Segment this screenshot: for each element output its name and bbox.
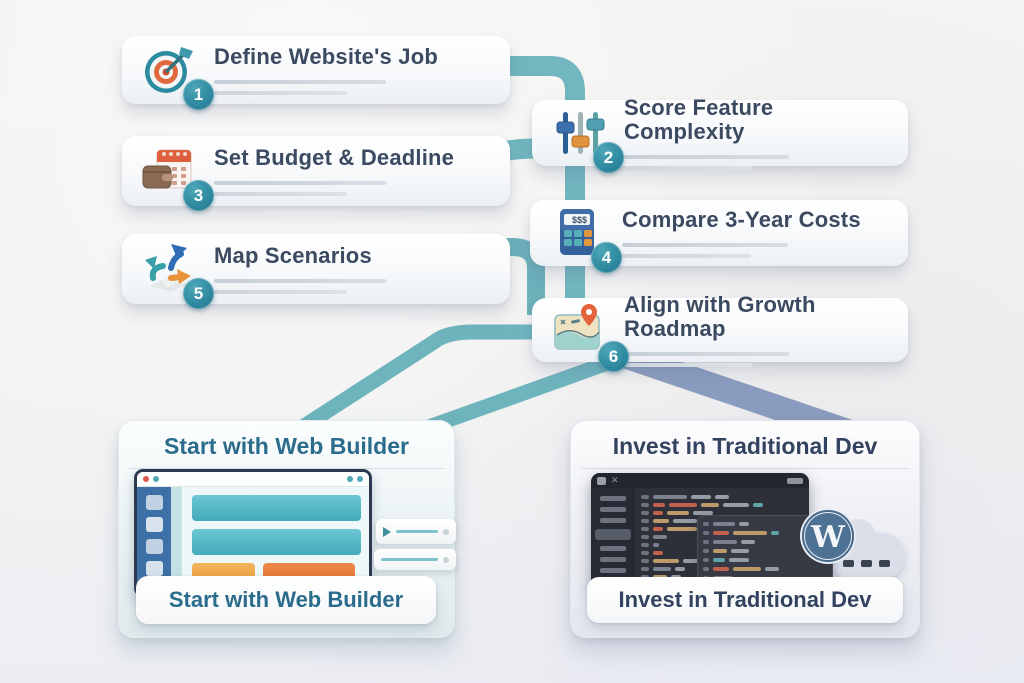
- step-title: Compare 3-Year Costs: [622, 206, 861, 232]
- placeholder-line: [624, 155, 789, 160]
- browser-action-dot: [357, 476, 363, 482]
- widget-icon: [145, 517, 163, 532]
- outcome-title: Invest in Traditional Dev: [612, 433, 878, 459]
- step-title: Map Scenarios: [214, 242, 372, 268]
- connector-step1-step2: [505, 56, 585, 120]
- svg-text:$$$: $$$: [572, 215, 587, 225]
- divider: [581, 468, 909, 469]
- image-widget-icon: [145, 539, 163, 554]
- divider: [129, 468, 444, 469]
- close-icon: ✕: [611, 475, 619, 485]
- step-number-badge: 3: [183, 180, 214, 211]
- placeholder-line: [214, 192, 348, 197]
- window-minimize-dot: [153, 476, 159, 482]
- slider-handle: [443, 556, 449, 563]
- svg-text:W: W: [810, 520, 846, 555]
- map-pin-icon: 6: [548, 302, 629, 372]
- step-title: Set Budget & Deadline: [214, 144, 455, 170]
- step-card-set-budget-deadline[interactable]: 3 Set Budget & Deadline: [122, 136, 510, 211]
- step-card-map-scenarios[interactable]: 5 Map Scenarios: [122, 234, 510, 309]
- placeholder-line: [624, 166, 752, 171]
- step-number-badge: 4: [591, 242, 622, 273]
- placeholder-line: [214, 181, 387, 186]
- target-icon: 1: [138, 42, 214, 110]
- editor-titlebar: ✕: [591, 473, 809, 488]
- builder-panel-strip: [171, 487, 182, 594]
- placeholder-line: [214, 279, 387, 284]
- step-card-align-growth-roadmap[interactable]: 6 Align with Growth Roadmap: [532, 292, 908, 372]
- run-button: [787, 477, 803, 484]
- outcome-box-web-builder[interactable]: Start with Web Builder: [118, 420, 456, 638]
- active-file-highlight: [595, 529, 631, 540]
- placeholder-line: [214, 290, 348, 295]
- connector-step6-builder-elbow: [293, 324, 540, 437]
- wordpress-logo: W: [799, 507, 857, 565]
- traditional-dev-label-pill[interactable]: Invest in Traditional Dev: [587, 577, 903, 623]
- placeholder-line: [214, 91, 348, 96]
- calculator-icon: $$$ 4: [546, 205, 622, 273]
- window-close-dot: [143, 476, 149, 482]
- step-number-badge: 5: [183, 278, 214, 309]
- website-builder-mockup: [134, 469, 372, 597]
- sliders-icon: 2: [548, 105, 624, 173]
- builder-slider-control: [374, 549, 456, 570]
- outcome-title: Start with Web Builder: [164, 433, 409, 459]
- widget-icon: [145, 495, 163, 510]
- outcome-box-traditional-dev[interactable]: Invest in Traditional Dev ✕: [570, 420, 920, 638]
- web-builder-label-pill[interactable]: Start with Web Builder: [136, 576, 436, 624]
- step-title: Align with Growth Roadmap: [624, 291, 816, 341]
- browser-titlebar: [137, 472, 369, 487]
- content-block: [192, 529, 361, 555]
- placeholder-line: [214, 80, 387, 85]
- slider-track: [396, 530, 438, 533]
- step-card-score-feature-complexity[interactable]: 2 Score Feature Complexity: [532, 95, 908, 173]
- content-block: [192, 495, 361, 521]
- slider-track: [381, 558, 438, 561]
- step-number-badge: 6: [598, 341, 629, 372]
- text-widget-icon: [145, 561, 163, 576]
- step-card-define-websites-job[interactable]: 1 Define Website's Job: [122, 36, 510, 110]
- play-icon: [383, 526, 391, 537]
- builder-slider-control: [376, 519, 456, 544]
- slider-handle: [443, 528, 449, 535]
- step-card-compare-3-year-costs[interactable]: $$$ 4 Compare 3-Year Costs: [530, 200, 908, 273]
- scenario-arrows-icon: 5: [138, 241, 214, 309]
- step-number-badge: 2: [593, 142, 624, 173]
- step-title: Score Feature Complexity: [624, 94, 774, 144]
- placeholder-line: [624, 363, 752, 368]
- placeholder-line: [622, 254, 751, 259]
- file-icon: [597, 476, 606, 485]
- browser-action-dot: [347, 476, 353, 482]
- editor-file-list: [591, 488, 635, 591]
- calendar-wallet-icon: 3: [138, 143, 214, 211]
- placeholder-line: [622, 243, 789, 248]
- placeholder-line: [624, 352, 789, 357]
- step-title: Define Website's Job: [214, 43, 438, 69]
- step-number-badge: 1: [183, 79, 214, 110]
